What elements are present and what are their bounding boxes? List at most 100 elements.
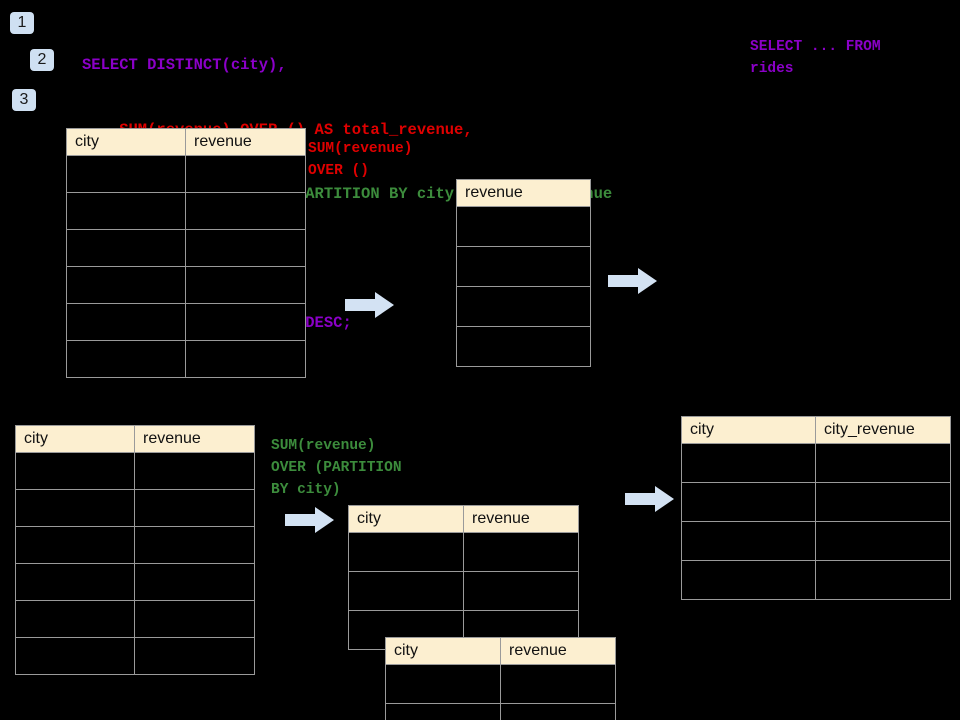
table-cell bbox=[15, 600, 135, 638]
table-rides-top: city revenue bbox=[66, 128, 306, 378]
table-cell bbox=[815, 560, 951, 600]
table-cell bbox=[134, 600, 255, 638]
table-cell bbox=[185, 192, 306, 230]
table-cell bbox=[15, 526, 135, 564]
table-cell bbox=[348, 532, 464, 572]
table-cell bbox=[385, 703, 501, 720]
table-row bbox=[66, 266, 306, 304]
table-row bbox=[66, 229, 306, 267]
table-cell bbox=[15, 563, 135, 601]
table-cell bbox=[500, 664, 616, 704]
table-header-row: city revenue bbox=[348, 505, 579, 533]
table-row bbox=[15, 526, 255, 564]
table-partition-group-a: city revenue bbox=[348, 505, 579, 650]
table-row bbox=[385, 703, 616, 720]
column-header-city: city bbox=[681, 416, 816, 444]
table-row bbox=[456, 206, 591, 247]
table-row bbox=[456, 246, 591, 287]
table-row bbox=[681, 560, 951, 600]
column-header-revenue: revenue bbox=[134, 425, 255, 453]
column-header-revenue: revenue bbox=[185, 128, 306, 156]
column-header-revenue: revenue bbox=[500, 637, 616, 665]
table-cell bbox=[681, 482, 816, 522]
table-header-row: revenue bbox=[456, 179, 591, 207]
table-cell bbox=[815, 521, 951, 561]
table-row bbox=[348, 532, 579, 572]
table-cell bbox=[456, 326, 591, 367]
annotation-window-partition: SUM(revenue) OVER (PARTITION BY city) bbox=[271, 438, 402, 498]
table-row bbox=[385, 664, 616, 704]
table-cell bbox=[385, 664, 501, 704]
table-cell bbox=[66, 303, 186, 341]
table-cell bbox=[500, 703, 616, 720]
sql-line-select: SELECT DISTINCT(city), bbox=[82, 56, 287, 74]
column-header-city: city bbox=[15, 425, 135, 453]
table-row bbox=[66, 303, 306, 341]
table-cell bbox=[681, 521, 816, 561]
table-row bbox=[15, 489, 255, 527]
table-row bbox=[456, 326, 591, 367]
column-header-city: city bbox=[66, 128, 186, 156]
table-cell bbox=[185, 266, 306, 304]
column-header-city: city bbox=[385, 637, 501, 665]
table-cell bbox=[66, 266, 186, 304]
table-cell bbox=[15, 452, 135, 490]
table-header-row: city city_revenue bbox=[681, 416, 951, 444]
step-badge-3: 3 bbox=[12, 89, 36, 111]
table-row bbox=[348, 571, 579, 611]
table-cell bbox=[185, 340, 306, 378]
table-cell bbox=[681, 560, 816, 600]
column-header-revenue: revenue bbox=[456, 179, 591, 207]
annotation-window-total: SUM(revenue) OVER () bbox=[308, 141, 413, 179]
table-row bbox=[681, 443, 951, 483]
step-badge-2: 2 bbox=[30, 49, 54, 71]
column-header-revenue: revenue bbox=[463, 505, 579, 533]
table-cell bbox=[134, 563, 255, 601]
table-cell bbox=[15, 489, 135, 527]
table-partition-group-b: city revenue bbox=[385, 637, 616, 720]
arrow-partition-to-result bbox=[625, 484, 675, 519]
arrow-source-to-total bbox=[345, 290, 395, 325]
table-cell bbox=[66, 192, 186, 230]
table-cell bbox=[815, 482, 951, 522]
table-row bbox=[15, 452, 255, 490]
arrow-source-to-partition bbox=[285, 505, 335, 540]
table-cell bbox=[463, 532, 579, 572]
table-row bbox=[15, 563, 255, 601]
table-row bbox=[681, 521, 951, 561]
table-rides-bottom: city revenue bbox=[15, 425, 255, 675]
column-header-city-revenue: city_revenue bbox=[815, 416, 951, 444]
table-cell bbox=[185, 229, 306, 267]
table-header-row: city revenue bbox=[15, 425, 255, 453]
table-row bbox=[15, 637, 255, 675]
arrow-total-to-result bbox=[608, 266, 658, 301]
table-cell bbox=[66, 340, 186, 378]
table-cell bbox=[456, 246, 591, 287]
table-cell bbox=[456, 286, 591, 327]
table-row bbox=[15, 600, 255, 638]
table-cell bbox=[456, 206, 591, 247]
table-cell bbox=[185, 303, 306, 341]
table-row bbox=[66, 340, 306, 378]
table-cell bbox=[134, 452, 255, 490]
table-cell bbox=[463, 571, 579, 611]
table-row bbox=[66, 155, 306, 193]
table-cell bbox=[134, 526, 255, 564]
table-total-revenue: revenue bbox=[456, 179, 591, 367]
annotation-source-query: SELECT ... FROM rides bbox=[750, 39, 881, 77]
table-row bbox=[456, 286, 591, 327]
table-city-revenue-result: city city_revenue bbox=[681, 416, 951, 600]
table-header-row: city revenue bbox=[385, 637, 616, 665]
table-cell bbox=[134, 637, 255, 675]
table-cell bbox=[348, 571, 464, 611]
table-cell bbox=[185, 155, 306, 193]
table-cell bbox=[15, 637, 135, 675]
table-cell bbox=[66, 155, 186, 193]
column-header-city: city bbox=[348, 505, 464, 533]
table-row bbox=[66, 192, 306, 230]
table-cell bbox=[134, 489, 255, 527]
table-cell bbox=[66, 229, 186, 267]
table-header-row: city revenue bbox=[66, 128, 306, 156]
step-badge-1: 1 bbox=[10, 12, 34, 34]
